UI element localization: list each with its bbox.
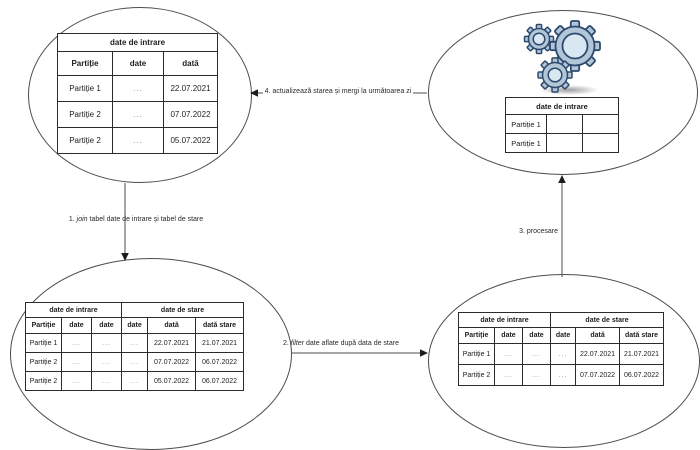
- cell: ...: [90, 352, 123, 372]
- gear-small-icon: [523, 23, 555, 55]
- cell: ...: [550, 343, 577, 365]
- gear-medium-icon: [537, 57, 573, 93]
- column-header: date: [521, 327, 552, 344]
- cell: Partiție 1: [25, 333, 62, 353]
- cell: 22.07.2021: [575, 343, 621, 365]
- cell: 06.07.2022: [619, 364, 665, 386]
- column-header: dată: [162, 51, 219, 76]
- cell: ...: [90, 333, 123, 353]
- cell: [581, 133, 620, 153]
- table-row: Partiție 1 ... ... ... 22.07.2021 21.07.…: [25, 333, 245, 353]
- cell: ...: [494, 343, 523, 365]
- cell: 06.07.2022: [195, 371, 245, 391]
- cell: 07.07.2022: [162, 101, 219, 128]
- cell: 22.07.2021: [147, 333, 197, 353]
- cell: Partiție 2: [57, 101, 113, 128]
- column-header: date: [90, 317, 123, 334]
- table-group-header: date de intrare: [24, 302, 123, 318]
- cell: ...: [61, 333, 92, 353]
- cell: 06.07.2022: [195, 352, 245, 372]
- joined-data-table: date de intrare date de stare Partiție d…: [24, 302, 245, 391]
- cell: Partiție 1: [505, 133, 547, 153]
- arrowhead-update-icon: [250, 89, 258, 97]
- cell: 07.07.2022: [147, 352, 197, 372]
- cell: 21.07.2021: [195, 333, 245, 353]
- filtered-data-table: date de intrare date de stare Partiție d…: [457, 312, 665, 386]
- column-header: dată: [575, 327, 621, 344]
- cell: Partiție 2: [25, 371, 62, 391]
- column-header: dată stare: [619, 327, 665, 344]
- cell: ...: [550, 364, 577, 386]
- cell: ...: [521, 343, 552, 365]
- cell: Partiție 1: [458, 343, 495, 365]
- arrowhead-join-icon: [121, 253, 129, 261]
- cell: 05.07.2022: [147, 371, 197, 391]
- column-header: Partiție: [458, 327, 495, 344]
- cell: Partiție 2: [458, 364, 495, 386]
- table-group-header: date de stare: [550, 312, 665, 328]
- table-row: Partiție 2 ... ... ... 07.07.2022 06.07.…: [458, 364, 665, 386]
- arrow-label-process: 3. procesare: [519, 228, 558, 235]
- gears-icon: [523, 20, 601, 95]
- column-header: Partiție: [25, 317, 62, 334]
- cell: [546, 114, 583, 134]
- table-row: Partiție 1: [505, 133, 620, 153]
- table-group-header: date de intrare: [56, 33, 219, 52]
- cell: ...: [494, 364, 523, 386]
- cell: ...: [61, 352, 92, 372]
- cell: ...: [521, 364, 552, 386]
- table-row: Partiție 2 ... 07.07.2022: [57, 101, 219, 128]
- arrow-label-filter: 2. filter date aflate după data de stare: [283, 340, 399, 347]
- cell: 22.07.2021: [162, 75, 219, 102]
- arrowhead-process-icon: [558, 175, 566, 183]
- table-row: Partiție 1: [505, 114, 620, 134]
- cell: 05.07.2022: [162, 127, 219, 154]
- column-header: dată: [147, 317, 197, 334]
- table-row: Partiție 2 ... ... ... 05.07.2022 06.07.…: [25, 371, 245, 391]
- cell: ...: [90, 371, 123, 391]
- gear-large-icon: [549, 20, 601, 72]
- cell: ...: [112, 101, 164, 128]
- column-header: dată stare: [195, 317, 245, 334]
- cell: [581, 114, 620, 134]
- table-group-header: date de intrare: [457, 312, 552, 328]
- cell: ...: [121, 333, 149, 353]
- cell: Partiție 2: [25, 352, 62, 372]
- cell: Partiție 2: [57, 127, 113, 154]
- cell: 07.07.2022: [575, 364, 621, 386]
- cell: [546, 133, 583, 153]
- column-header: Partiție: [57, 51, 113, 76]
- cell: ...: [112, 127, 164, 154]
- cell: ...: [121, 371, 149, 391]
- arrow-label-update: 4. actualizează starea și mergi la următ…: [262, 88, 414, 95]
- table-group-header: date de intrare: [504, 97, 620, 115]
- arrowhead-filter-icon: [420, 349, 428, 357]
- table-row: Partiție 2 ... 05.07.2022: [57, 127, 219, 154]
- table-row: Partiție 1 ... 22.07.2021: [57, 75, 219, 102]
- new-state-table: date de intrare Partiție 1 Partiție 1: [504, 97, 620, 153]
- cell: Partiție 1: [57, 75, 113, 102]
- column-header: date: [121, 317, 149, 334]
- column-header: date: [112, 51, 164, 76]
- column-header: date: [550, 327, 577, 344]
- cell: Partiție 1: [505, 114, 547, 134]
- input-data-table: date de intrare Partiție date dată Parti…: [56, 33, 219, 154]
- cell: ...: [121, 352, 149, 372]
- table-row: Partiție 2 ... ... ... 07.07.2022 06.07.…: [25, 352, 245, 372]
- column-header: date: [61, 317, 92, 334]
- table-group-header: date de stare: [121, 302, 245, 318]
- cell: 21.07.2021: [619, 343, 665, 365]
- cell: ...: [112, 75, 164, 102]
- arrow-label-join: 1. join tabel date de intrare și tabel d…: [68, 216, 204, 223]
- column-header: date: [494, 327, 523, 344]
- table-row: Partiție 1 ... ... ... 22.07.2021 21.07.…: [458, 343, 665, 365]
- cell: ...: [61, 371, 92, 391]
